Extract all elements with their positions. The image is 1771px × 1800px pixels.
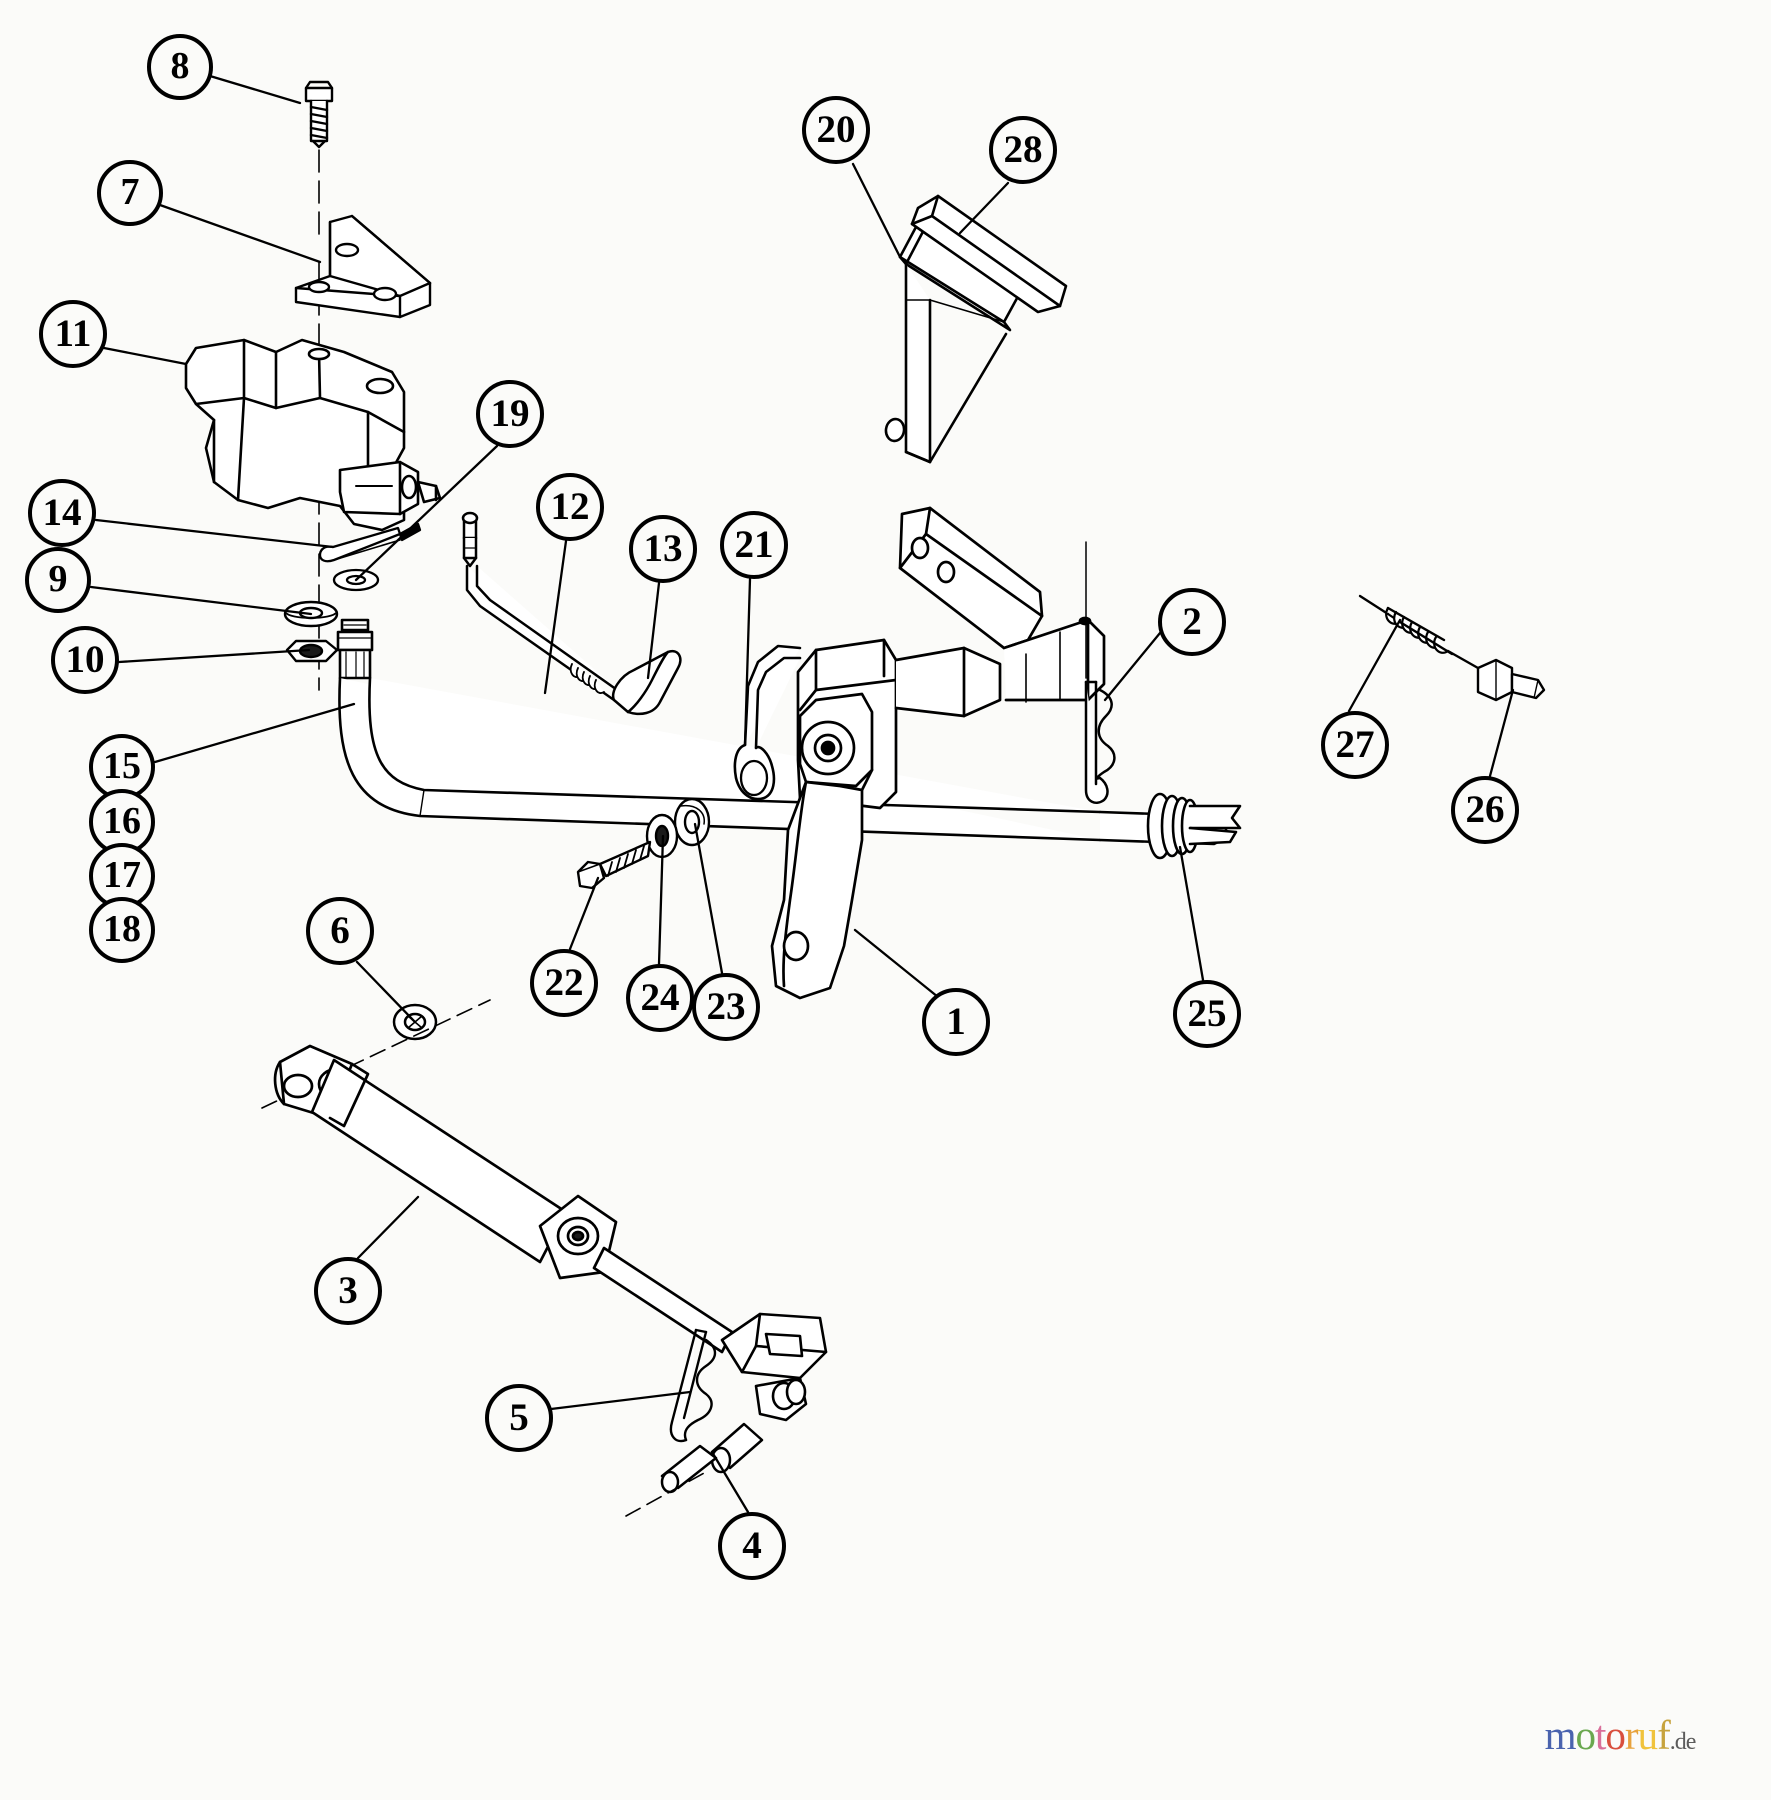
callout-label: 9 (48, 558, 68, 601)
callout-label: 12 (550, 485, 590, 529)
watermark-letter: t (1595, 1712, 1606, 1758)
part-clevis-pin (660, 1422, 764, 1494)
centerline-bushing (261, 999, 491, 1109)
callout-24[interactable]: 24 (626, 964, 694, 1032)
motoruf-watermark: motoruf.de (1544, 1711, 1697, 1759)
watermark-letter: o (1575, 1712, 1596, 1758)
part-hairpin-clip-lower (669, 1328, 717, 1443)
part-cotter-pin (318, 522, 422, 563)
part-lift-lever-arm (770, 506, 1106, 1000)
callout-26[interactable]: 26 (1451, 776, 1519, 844)
callout-label: 4 (742, 1524, 762, 1568)
part-hairpin-clip (1084, 680, 1116, 804)
callout-27[interactable]: 27 (1321, 711, 1389, 779)
callout-label: 18 (103, 908, 141, 951)
callout-label: 25 (1187, 992, 1227, 1036)
callout-3[interactable]: 3 (314, 1257, 382, 1325)
callout-21[interactable]: 21 (720, 511, 788, 579)
part-rod-knob (611, 649, 682, 716)
callout-9[interactable]: 9 (25, 547, 91, 613)
watermark-letter: r (1624, 1712, 1639, 1758)
part-hydraulic-cylinder (273, 1044, 734, 1354)
callout-label: 7 (120, 171, 140, 214)
callout-5[interactable]: 5 (485, 1384, 553, 1452)
part-angle-bracket (294, 214, 432, 319)
callout-7[interactable]: 7 (97, 160, 163, 226)
part-washer-inner (673, 797, 711, 847)
callout-label: 14 (42, 491, 82, 535)
watermark-letter: u (1637, 1712, 1658, 1758)
leader-lines (89, 74, 1515, 1514)
callout-1[interactable]: 1 (922, 988, 990, 1056)
part-hex-head-bolt (304, 80, 334, 149)
watermark-letter: m (1544, 1712, 1577, 1758)
part-shaft-collar (1098, 792, 1242, 860)
callout-6[interactable]: 6 (306, 897, 374, 965)
part-reinforcement-strip (910, 194, 1068, 314)
callout-label: 22 (544, 961, 584, 1005)
callout-23[interactable]: 23 (692, 973, 760, 1041)
part-control-rod (461, 511, 622, 702)
callout-8[interactable]: 8 (147, 34, 213, 100)
part-hydraulic-hose (336, 618, 1102, 842)
callout-label: 6 (330, 909, 350, 953)
callout-19[interactable]: 19 (476, 380, 544, 448)
callout-label: 26 (1465, 788, 1505, 832)
callout-25[interactable]: 25 (1173, 980, 1241, 1048)
callout-11[interactable]: 11 (39, 300, 107, 368)
callout-label: 17 (103, 854, 141, 897)
callout-18[interactable]: 18 (89, 897, 155, 963)
callout-label: 27 (1335, 723, 1375, 767)
callout-label: 21 (734, 523, 774, 567)
callout-13[interactable]: 13 (629, 515, 697, 583)
watermark-suffix: .de (1669, 1729, 1697, 1755)
part-bent-link-rod (733, 644, 802, 801)
part-hex-bolt-lower (576, 840, 652, 890)
callout-14[interactable]: 14 (28, 479, 96, 547)
callout-label: 20 (816, 108, 856, 152)
callout-label: 8 (170, 45, 190, 88)
callout-label: 24 (640, 976, 680, 1020)
watermark-letter: o (1605, 1712, 1625, 1758)
callout-label: 1 (946, 1000, 966, 1044)
part-pedal-housing (184, 338, 442, 532)
centerline-clevis (625, 1471, 707, 1517)
callout-label: 15 (103, 745, 141, 788)
callout-label: 5 (509, 1396, 529, 1440)
callout-28[interactable]: 28 (989, 116, 1057, 184)
watermark-letter: f (1657, 1712, 1671, 1758)
callout-label: 19 (490, 392, 530, 436)
callout-label: 16 (103, 800, 141, 843)
callout-label: 23 (706, 985, 746, 1029)
callout-label: 13 (643, 527, 683, 571)
callout-4[interactable]: 4 (718, 1512, 786, 1580)
part-clevis (720, 1312, 828, 1422)
callout-2[interactable]: 2 (1158, 588, 1226, 656)
callout-20[interactable]: 20 (802, 96, 870, 164)
part-spring (1358, 594, 1480, 670)
callout-22[interactable]: 22 (530, 949, 598, 1017)
callout-label: 11 (54, 312, 92, 356)
callout-label: 3 (338, 1269, 358, 1313)
callout-10[interactable]: 10 (51, 626, 119, 694)
callout-label: 28 (1003, 128, 1043, 172)
callout-12[interactable]: 12 (536, 473, 604, 541)
callout-label: 2 (1182, 600, 1202, 644)
callout-label: 10 (65, 638, 105, 682)
